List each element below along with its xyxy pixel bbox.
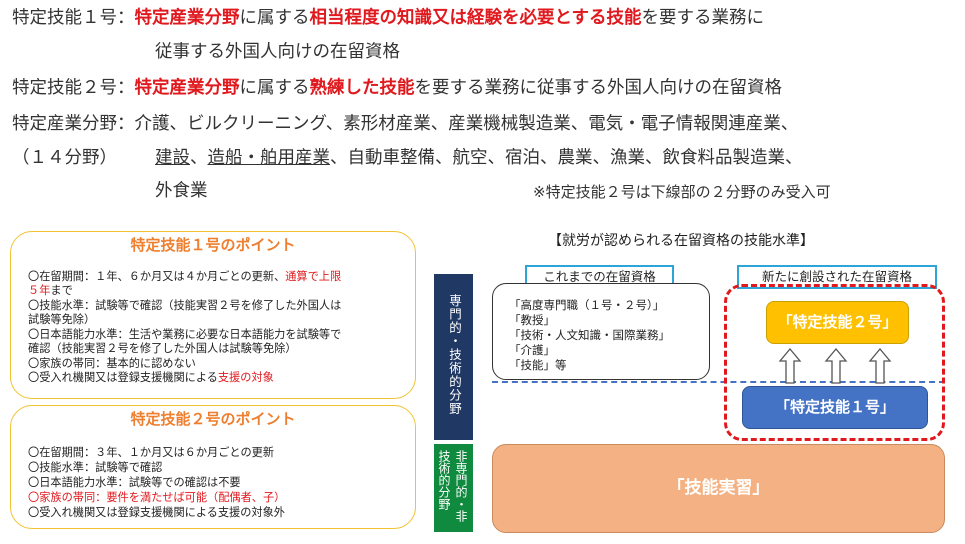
up-arrow-icon: [824, 347, 848, 384]
point-title-ssw1: 特定技能１号のポイント: [130, 236, 296, 254]
prev-item: 「教授」: [509, 313, 555, 327]
emph-field: 特定産業分野: [134, 8, 240, 28]
text: に属する: [239, 8, 310, 28]
point2-line3: 〇日本語能力水準：試験等での確認は不要: [28, 476, 241, 489]
field-shipbuilding: 造船・舶用産業: [207, 148, 331, 168]
bar-non-professional-label: 非専門的・非技術的分野: [437, 450, 468, 522]
previous-status-box: 「高度専門職（１号・２号）」 「教授」 「技術・人文知識・国際業務」 「介護」 …: [492, 283, 710, 380]
box-ssw1: 「特定技能１号」: [742, 386, 928, 429]
bar-non-professional: 非専門的・非技術的分野: [434, 444, 473, 532]
label-fields: 特定産業分野：: [12, 114, 135, 134]
text: に属する: [239, 78, 310, 98]
point1-line2: ５年まで: [28, 284, 73, 298]
point1-line5: 〇日本語能力水準：生活や業務に必要な日本語能力を試験等で: [28, 328, 342, 341]
up-arrows: [778, 347, 892, 384]
box-ssw2: 「特定技能２号」: [766, 301, 909, 344]
text: 、: [190, 148, 208, 168]
up-arrow-icon: [868, 347, 892, 384]
point1-line8: 〇受入れ機関又は登録支援機関による支援の対象: [28, 371, 274, 385]
text: 〇在留期間：１年、６か月又は４か月ごとの更新、: [28, 270, 286, 283]
prev-item: 「高度専門職（１号・２号）」: [509, 298, 665, 312]
header-row-5: （１４分野） 建設、造船・舶用産業、自動車整備、航空、宿泊、農業、漁業、飲食料品製…: [12, 146, 803, 170]
bar-professional: 専門的・技術的分野: [434, 274, 473, 440]
field-construction: 建設: [155, 148, 190, 168]
text-red: 通算で上限: [285, 270, 342, 283]
text: 〇受入れ機関又は登録支援機関による: [28, 371, 218, 384]
header-row-3: 特定技能２号：特定産業分野に属する熟練した技能を要する業務に従事する外国人向けの…: [12, 76, 782, 100]
diagram-title: 【就労が認められる在留資格の技能水準】: [548, 233, 814, 249]
emph-skill: 熟練した技能: [309, 78, 415, 98]
point1-line1: 〇在留期間：１年、６か月又は４か月ごとの更新、通算で上限: [28, 270, 341, 284]
text-red: ５年: [28, 284, 51, 297]
prev-item: 「介護」: [509, 343, 555, 357]
text-red: 支援の対象: [217, 371, 274, 384]
header-row-1: 特定技能１号：特定産業分野に属する相当程度の知識又は経験を必要とする技能を要する…: [12, 6, 764, 30]
point2-line1: 〇在留期間：３年、１か月又は６か月ごとの更新: [28, 446, 275, 459]
point1-line7: 〇家族の帯同：基本的に認めない: [28, 357, 196, 370]
point1-line3: 〇技能水準：試験等で確認（技能実習２号を修了した外国人は: [28, 299, 342, 312]
label-14-fields: （１４分野）: [12, 148, 117, 168]
point-box-ssw1: 特定技能１号のポイント 〇在留期間：１年、６か月又は４か月ごとの更新、通算で上限…: [10, 231, 416, 399]
emph-field: 特定産業分野: [134, 78, 240, 98]
point2-line4: 〇家族の帯同：要件を満たせば可能（配偶者、子）: [28, 491, 286, 504]
point1-line6: 確認（技能実習２号を修了した外国人は試験等免除）: [28, 342, 297, 355]
point1-line4: 試験等免除）: [28, 313, 96, 326]
box-technical-intern: 「技能実習」: [492, 444, 945, 533]
text: を要する業務に: [641, 8, 764, 28]
bar-professional-label: 専門的・技術的分野: [447, 294, 462, 416]
fields-list: 、自動車整備、航空、宿泊、農業、漁業、飲食料品製造業、: [330, 148, 803, 168]
text: まで: [50, 284, 73, 297]
text: を要する業務に従事する外国人向けの在留資格: [414, 78, 783, 98]
emph-skill: 相当程度の知識又は経験を必要とする技能: [309, 8, 642, 28]
skill-level-divider: [492, 381, 945, 383]
point2-line5: 〇受入れ機関又は登録支援機関による支援の対象外: [28, 506, 285, 519]
point-box-ssw2: 特定技能２号のポイント 〇在留期間：３年、１か月又は６か月ごとの更新 〇技能水準…: [10, 405, 416, 529]
header-row-4: 特定産業分野：介護、ビルクリーニング、素形材産業、産業機械製造業、電気・電子情報…: [12, 112, 798, 136]
new-status-dashed-frame: [724, 284, 945, 441]
point2-line2: 〇技能水準：試験等で確認: [28, 461, 163, 474]
label-ssw2: 特定技能２号：: [12, 78, 135, 98]
header-row-6: 外食業: [155, 181, 208, 201]
prev-item: 「技能」等: [509, 358, 567, 372]
prev-item: 「技術・人文知識・国際業務」: [509, 328, 670, 342]
point-title-ssw2: 特定技能２号のポイント: [130, 410, 296, 428]
fields-list: 介護、ビルクリーニング、素形材産業、産業機械製造業、電気・電子情報関連産業、: [134, 114, 799, 134]
label-ssw1: 特定技能１号：: [12, 8, 135, 28]
note-ssw2-fields: ※特定技能２号は下線部の２分野のみ受入可: [533, 183, 831, 201]
header-row-2: 従事する外国人向けの在留資格: [155, 42, 400, 62]
up-arrow-icon: [778, 347, 802, 384]
